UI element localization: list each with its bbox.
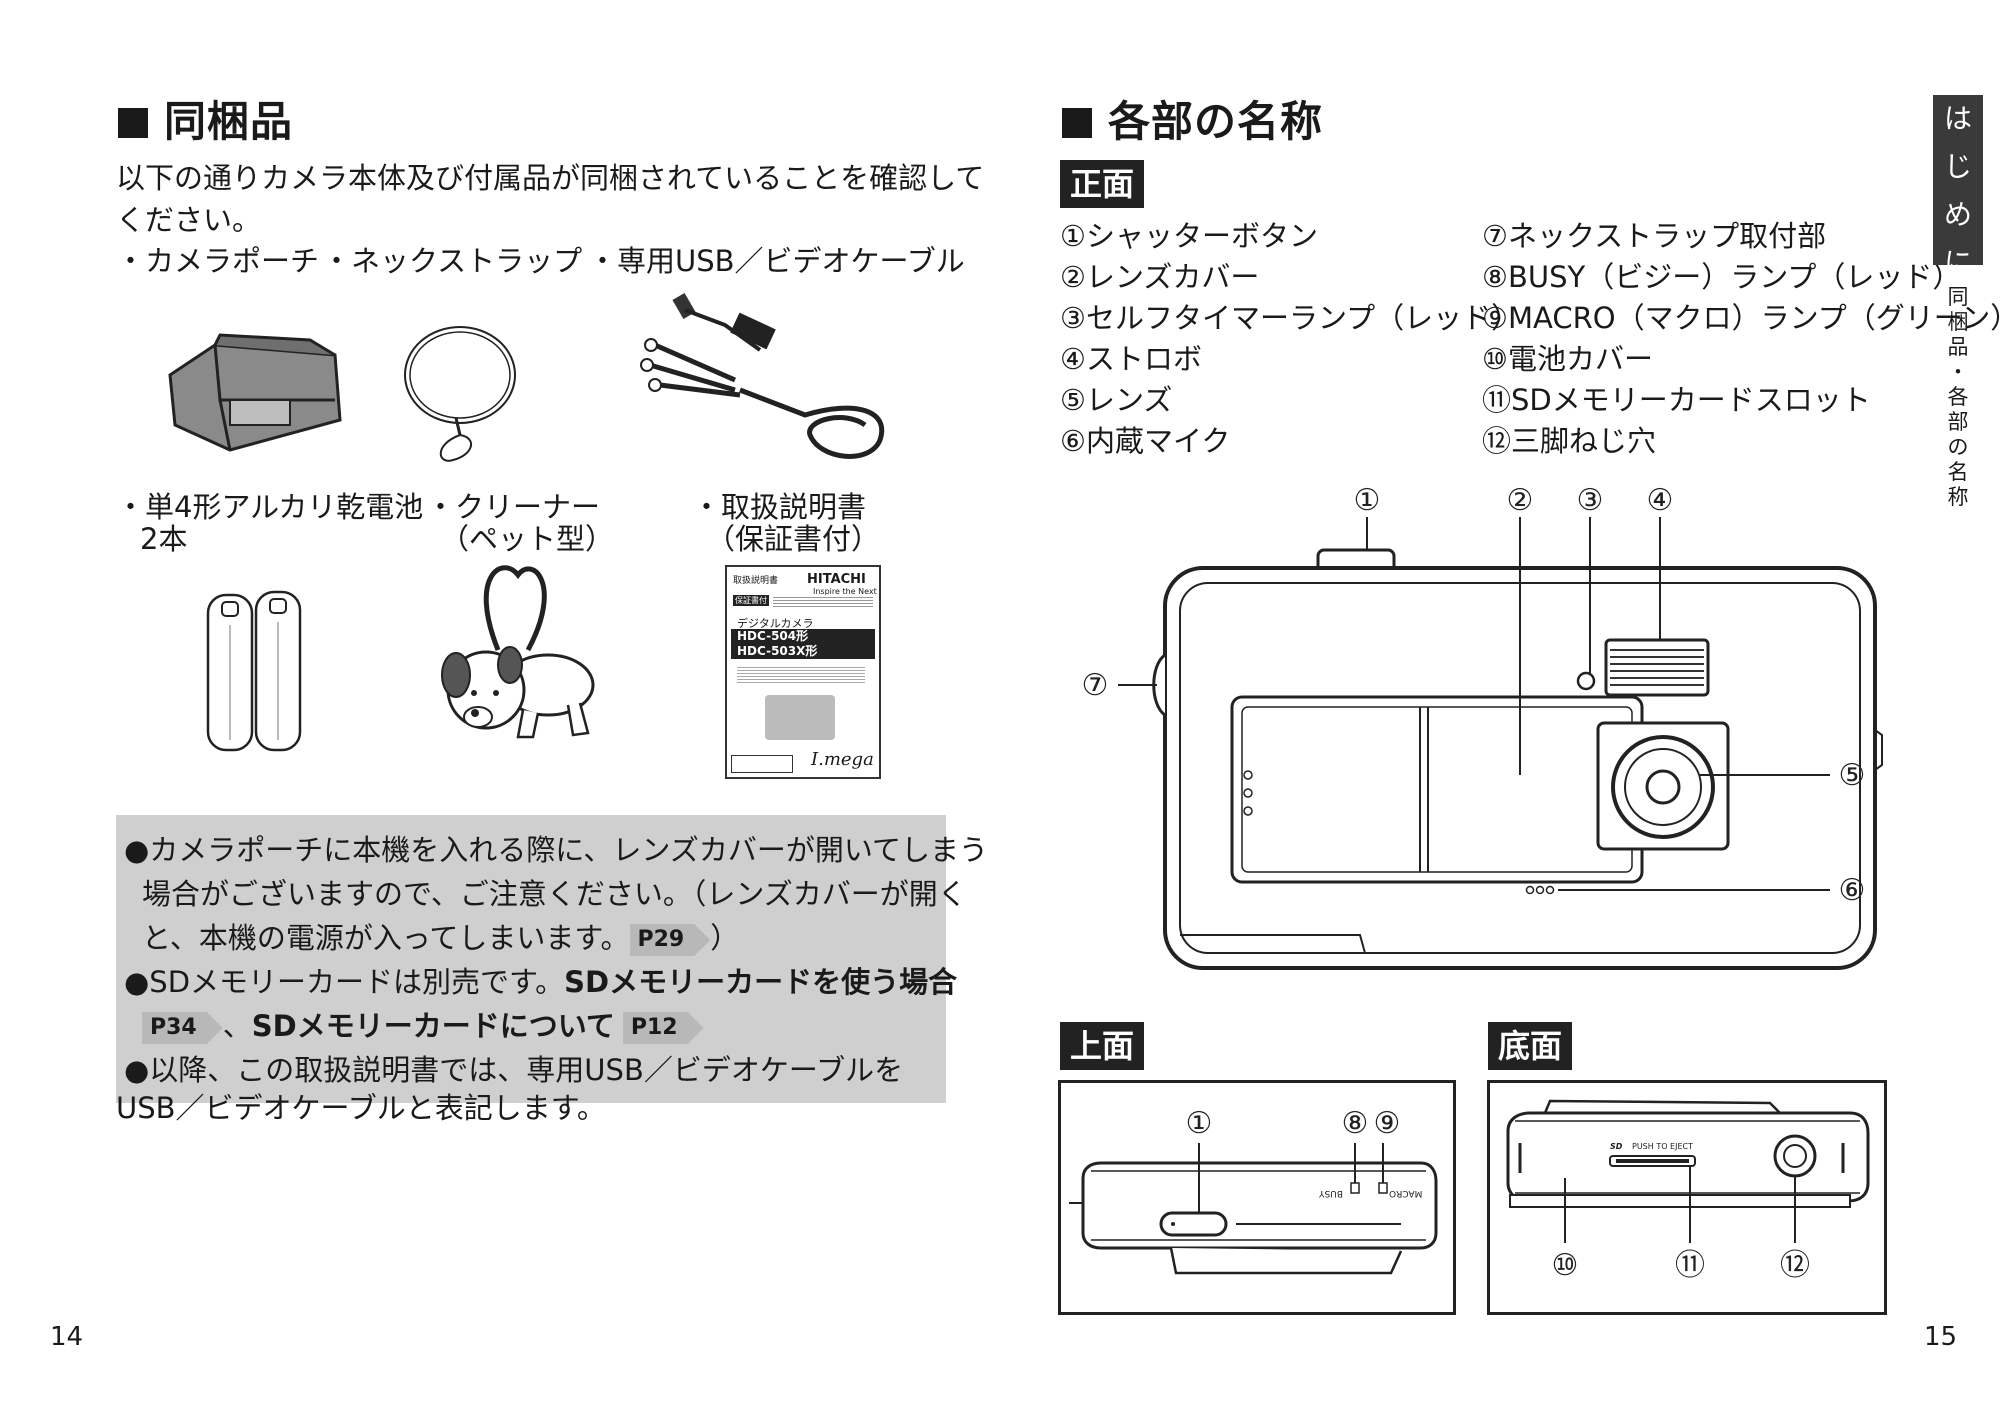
- manual-warranty: 保証書付: [733, 595, 769, 606]
- front-marker-7: ⑦: [1082, 668, 1109, 703]
- manual-model-1: HDC-504形: [737, 629, 809, 643]
- manual-quick-box: [731, 755, 793, 773]
- bottom-marker-10: ⑩: [1552, 1248, 1579, 1283]
- sd-logo: SD: [1610, 1142, 1623, 1151]
- square-bullet-icon: [1062, 108, 1092, 138]
- part-1: ①シャッターボタン: [1060, 219, 1318, 253]
- part-8: ⑧BUSY（ビジー）ランプ（レッド）: [1482, 260, 1962, 294]
- heading-contents: 同梱品: [118, 88, 293, 149]
- intro-line-2: ください。: [116, 203, 262, 237]
- macro-label: MACRO: [1389, 1188, 1422, 1198]
- manual-illustration: 取扱説明書 HITACHI Inspire the Next 保証書付 デジタル…: [725, 565, 881, 779]
- usb-video-cable-illustration: [640, 292, 885, 459]
- bottom-view-tag: 底面: [1488, 1022, 1573, 1070]
- part-9: ⑨MACRO（マクロ）ランプ（グリーン）: [1482, 301, 2000, 335]
- part-11: ⑪SDメモリーカードスロット: [1482, 383, 1871, 417]
- manual-model-2: HDC-503X形: [737, 644, 818, 658]
- front-marker-2: ②: [1507, 483, 1534, 518]
- top-view-box: BUSY MACRO ① ⑧ ⑨: [1058, 1080, 1456, 1315]
- top-marker-8: ⑧: [1342, 1106, 1369, 1141]
- front-marker-1: ①: [1354, 483, 1381, 518]
- part-5: ⑤レンズ: [1060, 383, 1173, 417]
- bottom-marker-11: ⑪: [1675, 1248, 1705, 1283]
- section-vertical-label: 同 梱 品 ・ 各 部 の 名 称: [1947, 285, 1969, 509]
- front-tag: 正面: [1060, 160, 1145, 208]
- front-marker-4: ④: [1647, 483, 1674, 518]
- camera-front-diagram: ① ② ③ ④ ⑤ ⑥ ⑦: [1082, 483, 1883, 970]
- note-3-line-1: ●以降、この取扱説明書では、専用USB／ビデオケーブルを: [124, 1053, 904, 1087]
- page-ref-p12[interactable]: P12: [623, 1012, 704, 1044]
- manual-body-text: [737, 665, 865, 685]
- camera-bottom-diagram: SD PUSH TO EJECT ⑩ ⑪ ⑫: [1506, 1099, 1870, 1283]
- item-cleaner-label-2: （ペット型）: [440, 522, 615, 556]
- chapter-tab[interactable]: は じ め に: [1933, 95, 1983, 279]
- item-pouch-label: ・カメラポーチ: [116, 244, 320, 278]
- flash-ridges: [1610, 649, 1704, 686]
- page-number-right: 15: [1924, 1322, 1958, 1352]
- page-number-left: 14: [50, 1322, 84, 1352]
- item-battery-label-1: ・単4形アルカリ乾電池: [116, 490, 424, 524]
- item-cable-label: ・専用USB／ビデオケーブル: [588, 244, 965, 278]
- part-10: ⑩電池カバー: [1482, 342, 1653, 376]
- item-cleaner-label-1: ・クリーナー: [426, 490, 601, 524]
- front-marker-3: ③: [1577, 483, 1604, 518]
- pet-cleaner-illustration: [441, 565, 595, 739]
- part-2: ②レンズカバー: [1060, 260, 1260, 294]
- front-marker-5: ⑤: [1839, 758, 1866, 793]
- note-1-line-3: と、本機の電源が入ってしまいます。P29）: [142, 921, 740, 956]
- page-ref-p34[interactable]: P34: [142, 1012, 223, 1044]
- item-manual-label-1: ・取扱説明書: [692, 490, 867, 524]
- front-marker-6: ⑥: [1839, 873, 1866, 908]
- note-3-line-2: USB／ビデオケーブルと表記します。: [116, 1091, 606, 1125]
- item-strap-label: ・ネックストラップ: [322, 244, 583, 278]
- note-1-line-1: ●カメラポーチに本機を入れる際に、レンズカバーが開いてしまう: [124, 833, 988, 867]
- part-7: ⑦ネックストラップ取付部: [1482, 219, 1827, 253]
- intro-line-1: 以下の通りカメラ本体及び付属品が同梱されていることを確認して: [116, 161, 985, 195]
- manual-head: 取扱説明書: [733, 576, 779, 586]
- push-to-eject-label: PUSH TO EJECT: [1632, 1142, 1693, 1151]
- batteries-illustration: [206, 590, 302, 752]
- top-view-tag: 上面: [1060, 1022, 1145, 1070]
- item-battery-label-2: 2本: [140, 522, 188, 556]
- part-4: ④ストロボ: [1060, 342, 1202, 376]
- manual-camera-photo: [765, 695, 835, 740]
- neck-strap-illustration: [404, 326, 516, 462]
- manual-product: デジタルカメラ: [737, 617, 814, 630]
- manual-brand: HITACHI: [807, 572, 866, 587]
- notes-box: ●カメラポーチに本機を入れる際に、レンズカバーが開いてしまう 場合がございますの…: [116, 815, 988, 1125]
- note-1-line-2: 場合がございますので、ご注意ください。（レンズカバーが開く: [142, 877, 967, 911]
- camera-top-diagram: BUSY MACRO ① ⑧ ⑨: [1069, 1106, 1438, 1275]
- manual-fine-print: [773, 595, 873, 609]
- part-12: ⑫三脚ねじ穴: [1482, 424, 1657, 458]
- busy-label: BUSY: [1319, 1188, 1343, 1198]
- top-marker-1: ①: [1186, 1106, 1213, 1141]
- camera-pouch-illustration: [168, 333, 342, 452]
- part-6: ⑥内蔵マイク: [1060, 424, 1231, 458]
- manual-logo: I.mega: [811, 749, 874, 770]
- square-bullet-icon: [118, 108, 148, 138]
- item-manual-label-2: （保証書付）: [706, 522, 881, 556]
- part-3: ③セルフタイマーランプ（レッド）: [1060, 301, 1521, 335]
- page-ref-p29[interactable]: P29: [630, 924, 711, 956]
- top-marker-9: ⑨: [1374, 1106, 1401, 1141]
- bottom-view-box: SD PUSH TO EJECT ⑩ ⑪ ⑫: [1487, 1080, 1887, 1315]
- bottom-marker-12: ⑫: [1780, 1248, 1810, 1283]
- manual-slogan: Inspire the Next: [813, 587, 877, 596]
- manual-model-band: [731, 629, 875, 659]
- heading-part-names: 各部の名称: [1062, 88, 1323, 149]
- note-2-line-1: ●SDメモリーカードは別売です。SDメモリーカードを使う場合: [124, 965, 958, 999]
